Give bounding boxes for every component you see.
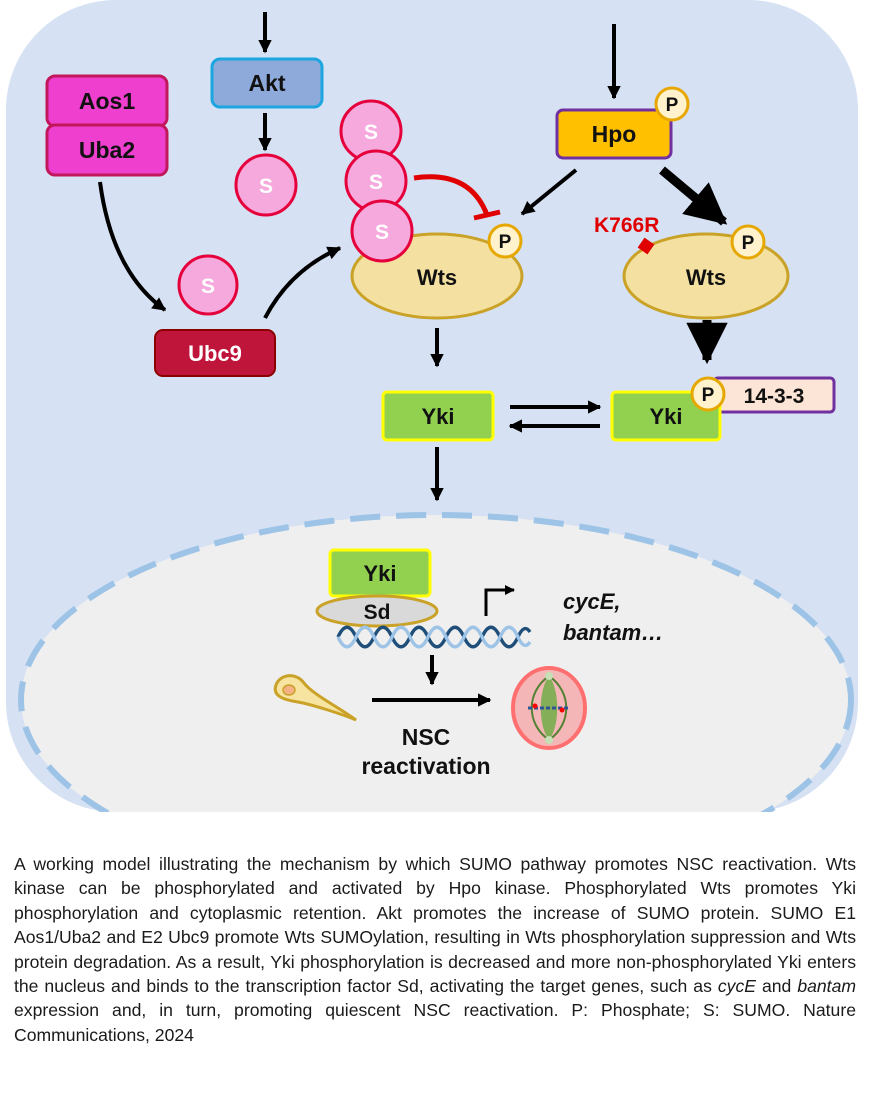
uba2-box: Uba2	[45, 123, 169, 177]
sumo-chain: S S S	[339, 99, 414, 263]
outcome-label-line-2: reactivation	[361, 753, 490, 779]
svg-text:Akt: Akt	[248, 70, 285, 96]
aos1-box: Aos1	[45, 74, 169, 128]
phosphate-hpo: P	[654, 86, 690, 122]
caption-gene-cyce: cycE	[717, 976, 756, 997]
phosphate-yki-right: P	[690, 376, 726, 412]
svg-text:14-3-3: 14-3-3	[744, 385, 805, 408]
inhibition-bar	[473, 209, 501, 221]
hpo-box: Hpo	[555, 108, 673, 160]
akt-box: Akt	[210, 57, 324, 109]
caption-gene-bantam: bantam	[797, 976, 857, 997]
sumo-circle-ubc9: S	[177, 254, 239, 316]
ubc9-box: Ubc9	[154, 329, 276, 377]
svg-text:S: S	[369, 171, 383, 194]
yki-right: Yki	[610, 390, 722, 442]
figure-caption: A working model illustrating the mechani…	[14, 852, 856, 1047]
arrow-hpo-to-wts-left	[520, 168, 578, 216]
svg-text:Yki: Yki	[421, 404, 454, 429]
mutation-marker	[637, 237, 655, 255]
svg-text:S: S	[375, 221, 389, 244]
svg-text:P: P	[666, 95, 679, 116]
outcome-label-line-1: NSC	[402, 724, 451, 750]
svg-text:Aos1: Aos1	[79, 88, 135, 114]
svg-text:S: S	[364, 121, 378, 144]
dna-helix	[336, 625, 532, 649]
svg-text:P: P	[702, 385, 715, 406]
svg-text:S: S	[259, 175, 273, 198]
quiescent-nsc-icon	[273, 674, 357, 722]
sumo-circle-chain-3	[350, 199, 414, 263]
sumo-pathway-diagram: Aos1 Uba2 Akt S S Ubc9 Wts S S S	[6, 0, 858, 835]
phosphate-wts-left: P	[487, 223, 523, 259]
svg-text:Ubc9: Ubc9	[188, 341, 242, 366]
svg-text:P: P	[742, 233, 755, 254]
svg-text:Wts: Wts	[686, 265, 726, 290]
caption-part-3: expression and, in turn, promoting quies…	[14, 1000, 856, 1045]
arrow-ubc9-to-wts	[263, 246, 342, 319]
yki-left: Yki	[381, 390, 495, 442]
caption-part-2: and	[761, 976, 792, 997]
svg-text:P: P	[499, 232, 512, 253]
caption-part-1: A working model illustrating the mechani…	[14, 854, 856, 997]
arrow-hpo-to-wts-right	[659, 166, 728, 226]
svg-text:Yki: Yki	[649, 404, 682, 429]
arrow-aos1-uba2-to-ubc9	[98, 181, 167, 312]
transcription-start-arrow	[484, 584, 516, 616]
target-gene-line-1: cycE,	[563, 589, 621, 614]
svg-text:Wts: Wts	[417, 265, 457, 290]
dividing-nsc-icon	[511, 666, 587, 750]
phosphate-wts-right: P	[730, 224, 766, 260]
inhibition-sumo-to-phosphate	[413, 174, 490, 216]
target-gene-line-2: bantam…	[563, 620, 663, 645]
nuclear-envelope	[18, 512, 854, 835]
svg-text:Hpo: Hpo	[592, 121, 637, 147]
yki-nucleus: Yki	[328, 548, 432, 598]
svg-text:Sd: Sd	[364, 601, 391, 624]
protein-14-3-3: 14-3-3	[712, 376, 836, 414]
sd-factor: Sd	[315, 594, 439, 628]
mutation-label-k766r: K766R	[594, 214, 659, 237]
svg-text:Yki: Yki	[363, 561, 396, 586]
svg-text:Uba2: Uba2	[79, 137, 135, 163]
svg-text:S: S	[201, 275, 215, 298]
sumo-circle-akt: S	[234, 153, 298, 217]
